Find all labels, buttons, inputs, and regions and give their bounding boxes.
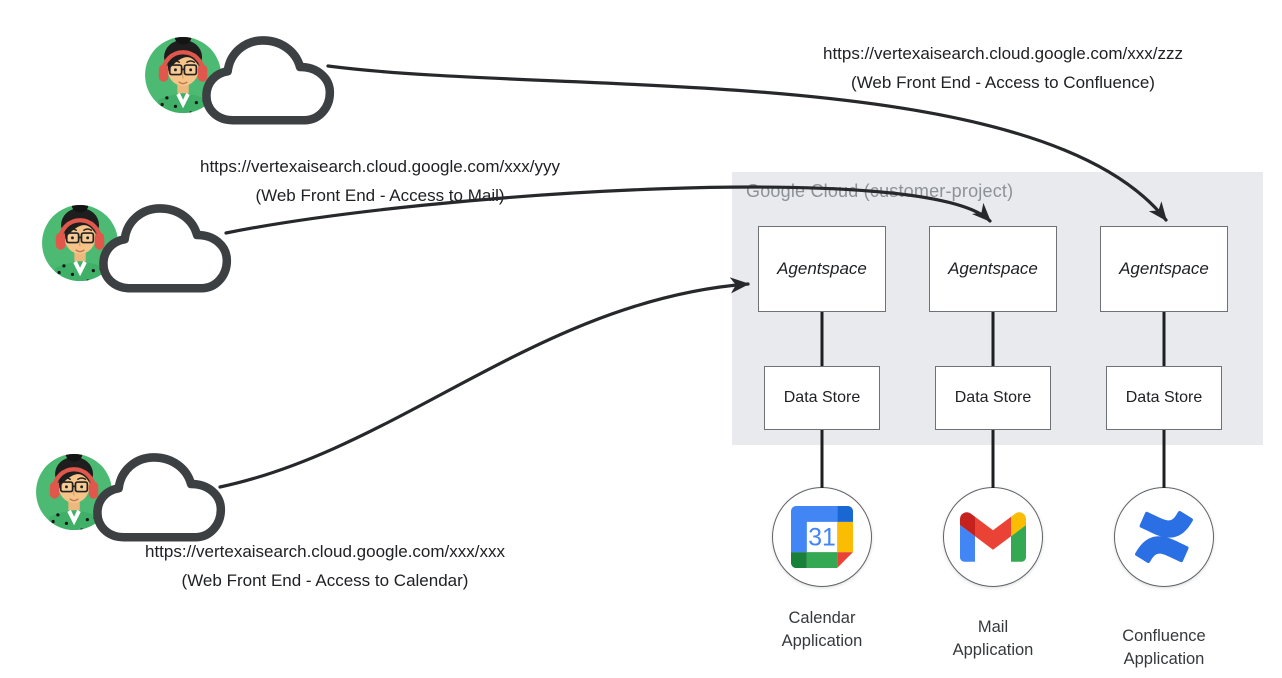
confluence-app-label: Confluence Application [1122,627,1206,668]
flow-caption-calendar: (Web Front End - Access to Calendar) [181,571,469,590]
user-cloud-calendar [36,445,221,538]
datastore-label: Data Store [1125,389,1203,406]
flow-text-mail: https://vertexaisearch.cloud.google.com/… [160,152,600,210]
google-calendar-icon: 31 [791,506,853,568]
datastore-label: Data Store [954,389,1032,406]
agentspace-label: Agentspace [1119,259,1209,278]
agentspace-box-mail: Agentspace [929,226,1057,312]
datastore-box-mail: Data Store [935,366,1051,430]
flow-caption-mail: (Web Front End - Access to Mail) [255,186,505,205]
calendar-app-circle: 31 [772,487,872,587]
mail-app-label: Mail Application [952,618,1034,659]
confluence-icon [1135,510,1193,564]
svg-text:31: 31 [808,525,836,552]
agentspace-label: Agentspace [948,259,1038,278]
flow-arrow-calendar [218,277,750,489]
flow-text-confluence: https://vertexaisearch.cloud.google.com/… [783,39,1223,97]
agentspace-box-calendar: Agentspace [758,226,886,312]
flow-url-mail: https://vertexaisearch.cloud.google.com/… [200,157,560,176]
google-cloud-container-label: Google Cloud (customer-project) [746,181,1014,201]
flow-text-calendar: https://vertexaisearch.cloud.google.com/… [105,537,545,595]
confluence-app-circle [1114,487,1214,587]
calendar-app-label: Calendar Application [781,609,863,650]
datastore-label: Data Store [783,389,861,406]
mail-app-circle [943,487,1043,587]
gmail-icon [960,512,1026,562]
datastore-box-confluence: Data Store [1106,366,1222,430]
agentspace-box-confluence: Agentspace [1100,226,1228,312]
flow-url-calendar: https://vertexaisearch.cloud.google.com/… [145,542,505,561]
user-cloud-confluence [145,28,330,121]
agentspace-label: Agentspace [777,259,867,278]
datastore-box-calendar: Data Store [764,366,880,430]
flow-caption-confluence: (Web Front End - Access to Confluence) [851,73,1155,92]
flow-url-confluence: https://vertexaisearch.cloud.google.com/… [823,44,1183,63]
